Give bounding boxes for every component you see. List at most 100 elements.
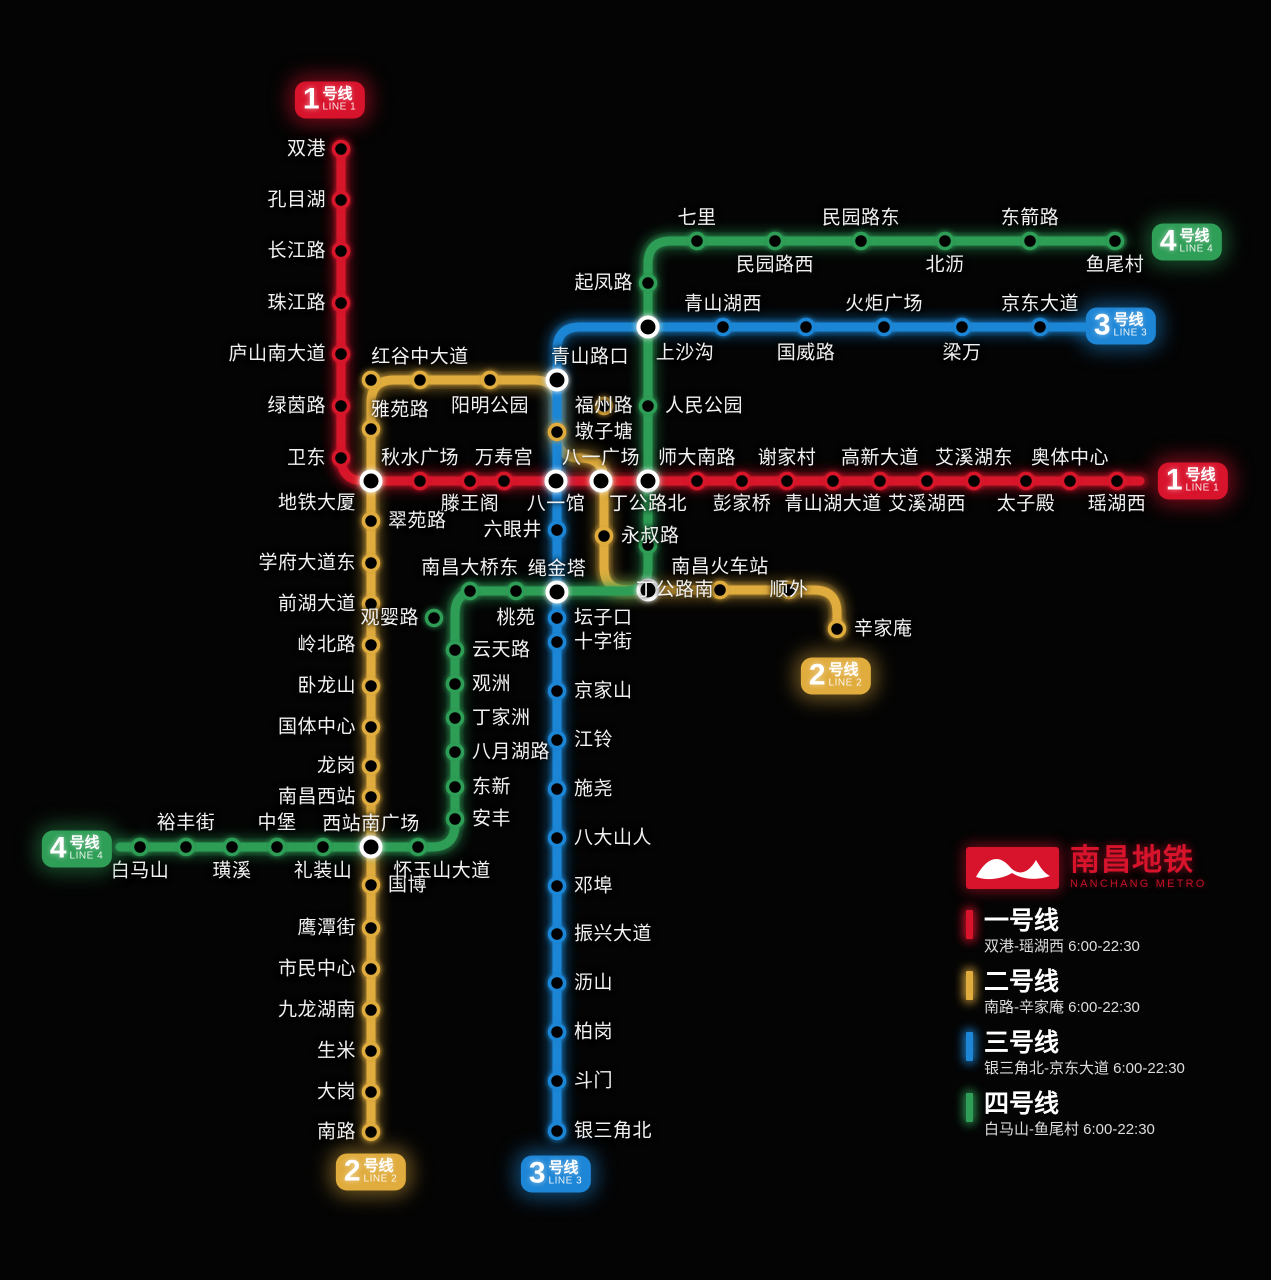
station-label[interactable]: 上沙沟 — [655, 342, 715, 364]
station-label[interactable]: 白马山 — [110, 860, 170, 882]
legend-item[interactable]: 一号线双港-瑶湖西 6:00-22:30 — [966, 908, 1266, 956]
station-label[interactable]: 卧龙山 — [297, 675, 356, 697]
station-dot[interactable] — [331, 293, 351, 313]
station-dot[interactable] — [687, 231, 707, 251]
station-label[interactable]: 绳金塔 — [527, 558, 587, 580]
station-dot[interactable] — [1060, 471, 1080, 491]
station-dot[interactable] — [445, 708, 465, 728]
station-label[interactable]: 八大山人 — [574, 827, 653, 849]
station-label[interactable]: 安丰 — [472, 808, 512, 830]
station-label[interactable]: 南昌西站 — [277, 786, 356, 808]
station-dot[interactable] — [547, 924, 567, 944]
station-label[interactable]: 前湖大道 — [277, 593, 356, 615]
station-label[interactable]: 谢家村 — [757, 447, 817, 469]
station-dot[interactable] — [222, 837, 242, 857]
station-label[interactable]: 民园路东 — [821, 207, 901, 229]
station-label[interactable]: 滕王阁 — [440, 493, 500, 515]
station-dot[interactable] — [1016, 471, 1036, 491]
station-dot[interactable] — [796, 317, 816, 337]
station-dot[interactable] — [547, 876, 567, 896]
station-dot[interactable] — [410, 370, 430, 390]
station-label[interactable]: 万寿宫 — [474, 447, 534, 469]
station-label[interactable]: 双港 — [286, 138, 326, 160]
station-label[interactable]: 斗门 — [574, 1070, 614, 1092]
station-dot[interactable] — [445, 640, 465, 660]
station-dot[interactable] — [361, 594, 381, 614]
station-label[interactable]: 艾溪湖西 — [887, 493, 967, 515]
station-dot[interactable] — [547, 1071, 567, 1091]
station-label[interactable]: 阳明公园 — [450, 395, 530, 417]
station-dot[interactable] — [361, 875, 381, 895]
station-dot[interactable] — [410, 471, 430, 491]
station-label[interactable]: 绿茵路 — [267, 395, 326, 417]
station-label[interactable]: 庐山南大道 — [228, 343, 326, 365]
station-label[interactable]: 青山路口 — [550, 346, 630, 368]
station-label[interactable]: 国威路 — [776, 342, 836, 364]
interchange-station-dot[interactable] — [636, 469, 660, 493]
station-label[interactable]: 东新 — [472, 776, 512, 798]
station-label[interactable]: 北沥 — [925, 254, 965, 276]
station-label[interactable]: 国博 — [388, 874, 428, 896]
station-label[interactable]: 秋水广场 — [380, 447, 460, 469]
station-dot[interactable] — [713, 317, 733, 337]
station-dot[interactable] — [331, 139, 351, 159]
station-label[interactable]: 起凤路 — [574, 272, 633, 294]
station-dot[interactable] — [547, 828, 567, 848]
station-dot[interactable] — [460, 581, 480, 601]
station-label[interactable]: 桃苑 — [496, 607, 536, 629]
station-label[interactable]: 十字街 — [574, 631, 633, 653]
station-label[interactable]: 永叔路 — [621, 525, 680, 547]
station-label[interactable]: 振兴大道 — [574, 923, 653, 945]
station-dot[interactable] — [547, 632, 567, 652]
station-label[interactable]: 瑶湖西 — [1087, 493, 1147, 515]
station-dot[interactable] — [331, 241, 351, 261]
station-dot[interactable] — [779, 580, 799, 600]
station-label[interactable]: 国体中心 — [277, 716, 356, 738]
station-dot[interactable] — [870, 471, 890, 491]
interchange-station-dot[interactable] — [545, 368, 569, 392]
station-label[interactable]: 龙岗 — [316, 755, 356, 777]
station-dot[interactable] — [361, 1122, 381, 1142]
station-dot[interactable] — [638, 535, 658, 555]
station-label[interactable]: 青山湖大道 — [784, 493, 882, 515]
station-dot[interactable] — [935, 231, 955, 251]
interchange-station-dot[interactable] — [545, 580, 569, 604]
station-label[interactable]: 八一广场 — [561, 447, 641, 469]
station-label[interactable]: 珠江路 — [267, 292, 326, 314]
station-label[interactable]: 丁公路北 — [608, 493, 688, 515]
station-label[interactable]: 南昌大桥东 — [421, 557, 519, 579]
station-dot[interactable] — [176, 837, 196, 857]
interchange-station-dot[interactable] — [636, 578, 660, 602]
station-label[interactable]: 红谷中大道 — [371, 346, 469, 368]
station-dot[interactable] — [445, 777, 465, 797]
station-label[interactable]: 鹰潭街 — [297, 917, 356, 939]
station-dot[interactable] — [917, 471, 937, 491]
station-label[interactable]: 丁公路南 — [635, 579, 715, 601]
station-label[interactable]: 裕丰街 — [156, 812, 216, 834]
station-label[interactable]: 市民中心 — [277, 958, 356, 980]
station-label[interactable]: 鱼尾村 — [1085, 254, 1145, 276]
station-dot[interactable] — [547, 681, 567, 701]
station-dot[interactable] — [687, 471, 707, 491]
station-label[interactable]: 大岗 — [316, 1081, 356, 1103]
station-dot[interactable] — [361, 370, 381, 390]
station-label[interactable]: 民园路西 — [735, 254, 815, 276]
station-dot[interactable] — [267, 837, 287, 857]
station-dot[interactable] — [361, 676, 381, 696]
station-label[interactable]: 九龙湖南 — [277, 999, 356, 1021]
station-label[interactable]: 南昌火车站 — [671, 556, 769, 578]
station-label[interactable]: 京东大道 — [1000, 293, 1080, 315]
station-dot[interactable] — [823, 471, 843, 491]
station-label[interactable]: 太子殿 — [996, 493, 1056, 515]
station-label[interactable]: 高新大道 — [840, 447, 920, 469]
station-dot[interactable] — [710, 580, 730, 600]
station-dot[interactable] — [732, 471, 752, 491]
station-label[interactable]: 八月湖路 — [472, 741, 551, 763]
station-dot[interactable] — [445, 674, 465, 694]
station-dot[interactable] — [460, 471, 480, 491]
